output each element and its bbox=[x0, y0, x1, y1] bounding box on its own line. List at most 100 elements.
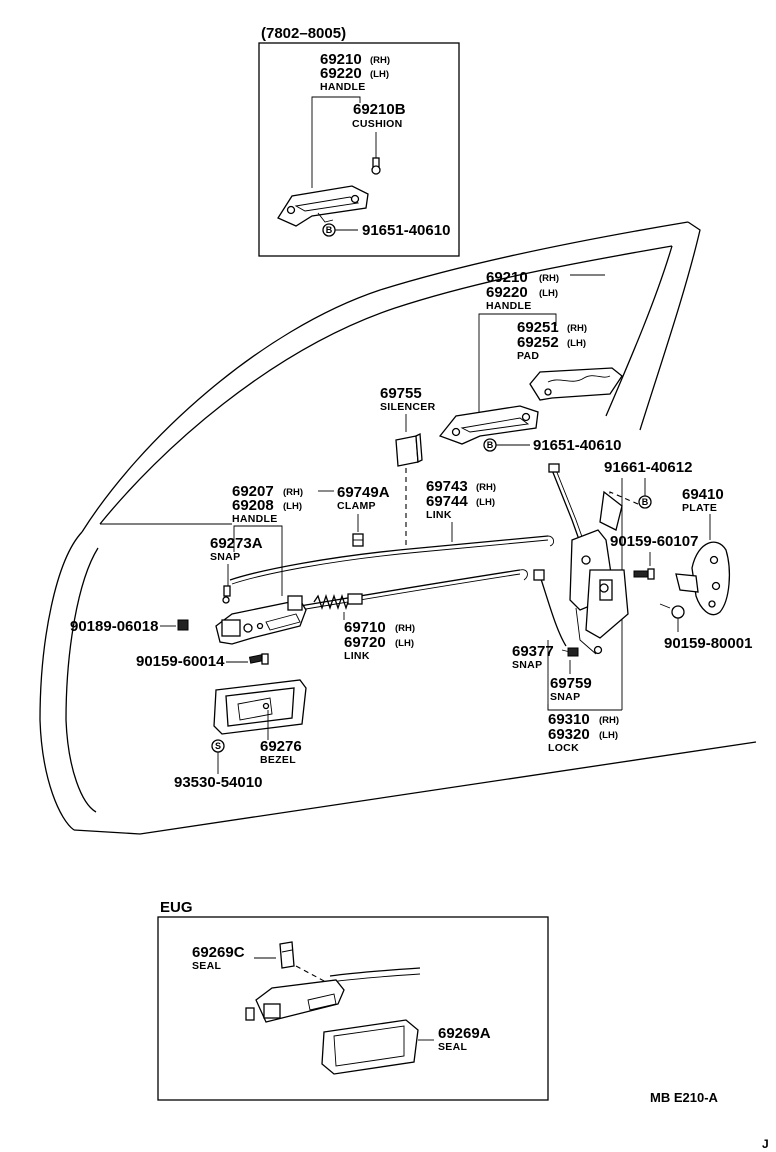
eug-handle-drawing bbox=[245, 967, 421, 1023]
clamp-drawing bbox=[352, 533, 364, 547]
inset-screw-b: B 91651-40610 bbox=[322, 222, 450, 239]
bolt-handle-pn: 90159-60014 bbox=[136, 653, 225, 670]
bezel-drawing bbox=[213, 679, 307, 735]
link-rods bbox=[229, 535, 555, 611]
link-lower-name: LINK bbox=[344, 650, 370, 662]
bolt-plate-upper-pn: 90159-60107 bbox=[610, 533, 698, 550]
lock-sfx-lh: (LH) bbox=[599, 730, 618, 741]
lock-screw-group: 91661-40612 B bbox=[604, 459, 692, 710]
bolt-handle: 90159-60014 bbox=[136, 653, 269, 670]
link-upper-sfx-lh: (LH) bbox=[476, 497, 495, 508]
inset-cushion-screw bbox=[371, 157, 381, 175]
inset-handle-sfx-lh: (LH) bbox=[370, 69, 389, 80]
clip-left-pn: 90189-06018 bbox=[70, 618, 158, 635]
snap-759-pn: 69759 bbox=[550, 675, 592, 692]
outer-handle-group: 69210 (RH) 69220 (LH) HANDLE 69251 (RH) … bbox=[438, 269, 623, 454]
inset-handle-drawing bbox=[277, 185, 369, 227]
top-inset-range: (7802–8005) bbox=[261, 25, 346, 42]
clip-left: 90189-06018 bbox=[70, 618, 189, 635]
link-lower-pn-lh: 69720 bbox=[344, 634, 386, 651]
outer-handle-pn-rh: 69210 bbox=[486, 269, 528, 286]
svg-text:B: B bbox=[326, 225, 333, 235]
bolt-plate-upper bbox=[633, 552, 655, 580]
bolt-plate-lower-pn: 90159-80001 bbox=[664, 635, 752, 652]
clamp-name: CLAMP bbox=[337, 500, 376, 512]
silencer-name: SILENCER bbox=[380, 401, 436, 413]
outer-handle-pn-lh: 69220 bbox=[486, 284, 528, 301]
outer-handle-name: HANDLE bbox=[486, 300, 532, 312]
link-spring bbox=[313, 593, 363, 611]
handle-screw-b: B 91651-40610 bbox=[483, 437, 621, 454]
lock-pn-rh: 69310 bbox=[548, 711, 590, 728]
clamp-pn: 69749A bbox=[337, 484, 390, 501]
plate-drawing bbox=[675, 541, 730, 616]
snap-377-pn: 69377 bbox=[512, 643, 554, 660]
pad-sfx-lh: (LH) bbox=[567, 338, 586, 349]
snap-a-pn: 69273A bbox=[210, 535, 263, 552]
bezel-pn: 69276 bbox=[260, 738, 302, 755]
inset-screw-pn: 91651-40610 bbox=[362, 222, 450, 239]
svg-text:B: B bbox=[487, 440, 494, 450]
inner-handle-pn-lh: 69208 bbox=[232, 497, 274, 514]
snap-a-name: SNAP bbox=[210, 551, 240, 563]
lock-screw-pn: 91661-40612 bbox=[604, 459, 692, 476]
link-lower-sfx-rh: (RH) bbox=[395, 623, 415, 634]
silencer-pn: 69755 bbox=[380, 385, 422, 402]
snap-759-name: SNAP bbox=[550, 691, 580, 703]
lock-sfx-rh: (RH) bbox=[599, 715, 619, 726]
bottom-inset: EUG 69269C SEAL 69269A SEAL bbox=[157, 899, 549, 1101]
svg-text:B: B bbox=[642, 497, 649, 507]
plate-name: PLATE bbox=[682, 502, 717, 514]
lock-pn-lh: 69320 bbox=[548, 726, 590, 743]
outer-handle-sfx-lh: (LH) bbox=[539, 288, 558, 299]
inner-handle-labels: 69207 (RH) 69208 (LH) HANDLE 69749A CLAM… bbox=[210, 478, 496, 596]
bezel-labels: 69276 BEZEL S 93530-54010 bbox=[174, 710, 302, 791]
silencer-group: 69755 SILENCER bbox=[380, 385, 436, 548]
plate-pn: 69410 bbox=[682, 486, 724, 503]
pad-drawing bbox=[529, 367, 623, 401]
top-inset: (7802–8005) 69210 (RH) 69220 (LH) HANDLE… bbox=[258, 25, 460, 257]
top-inset-frame bbox=[258, 42, 460, 257]
seal-c-name: SEAL bbox=[192, 960, 221, 972]
link-lower-sfx-lh: (LH) bbox=[395, 638, 414, 649]
pad-name: PAD bbox=[517, 350, 539, 362]
link-lower-labels: 69710 (RH) 69720 (LH) LINK bbox=[343, 612, 415, 662]
inner-handle-sfx-lh: (LH) bbox=[283, 501, 302, 512]
link-upper-sfx-rh: (RH) bbox=[476, 482, 496, 493]
pad-pn-rh: 69251 bbox=[517, 319, 559, 336]
svg-text:S: S bbox=[215, 741, 221, 751]
inset-handle-name: HANDLE bbox=[320, 81, 366, 93]
lock-name: LOCK bbox=[548, 742, 579, 754]
outer-handle-drawing bbox=[438, 405, 539, 445]
plate-group: 69410 PLATE 90159-60107 90159-80001 bbox=[610, 486, 752, 652]
lock-labels: 69377 SNAP 69759 SNAP 69310 (RH) 69320 (… bbox=[512, 640, 622, 754]
outer-handle-sfx-rh: (RH) bbox=[539, 273, 559, 284]
inset-handle-pn-lh: 69220 bbox=[320, 65, 362, 82]
bottom-inset-title: EUG bbox=[160, 899, 193, 916]
seal-a-name: SEAL bbox=[438, 1041, 467, 1053]
door-outline bbox=[39, 221, 757, 835]
link-upper-pn-rh: 69743 bbox=[426, 478, 468, 495]
diagram-code: MB E210-A bbox=[650, 1090, 719, 1105]
pad-sfx-rh: (RH) bbox=[567, 323, 587, 334]
link-upper-name: LINK bbox=[426, 509, 452, 521]
inner-handle-pn-rh: 69207 bbox=[232, 483, 274, 500]
inset-handle-leader bbox=[311, 96, 361, 188]
snap-377-name: SNAP bbox=[512, 659, 542, 671]
inner-handle-name: HANDLE bbox=[232, 513, 278, 525]
seal-c-pn: 69269C bbox=[192, 944, 245, 961]
handle-screw-pn: 91651-40610 bbox=[533, 437, 621, 454]
inset-cushion-name: CUSHION bbox=[352, 118, 403, 130]
inner-handle-sfx-rh: (RH) bbox=[283, 487, 303, 498]
inset-cushion-pn: 69210B bbox=[353, 101, 406, 118]
link-upper-pn-lh: 69744 bbox=[426, 493, 468, 510]
pad-pn-lh: 69252 bbox=[517, 334, 559, 351]
bezel-name: BEZEL bbox=[260, 754, 296, 766]
silencer-drawing bbox=[395, 432, 423, 467]
lock-drawing bbox=[533, 463, 629, 655]
bottom-inset-frame bbox=[157, 916, 549, 1101]
bolt-plate-lower bbox=[659, 603, 685, 632]
inset-handle-pn-rh: 69210 bbox=[320, 51, 362, 68]
seal-a-drawing bbox=[321, 1019, 419, 1075]
